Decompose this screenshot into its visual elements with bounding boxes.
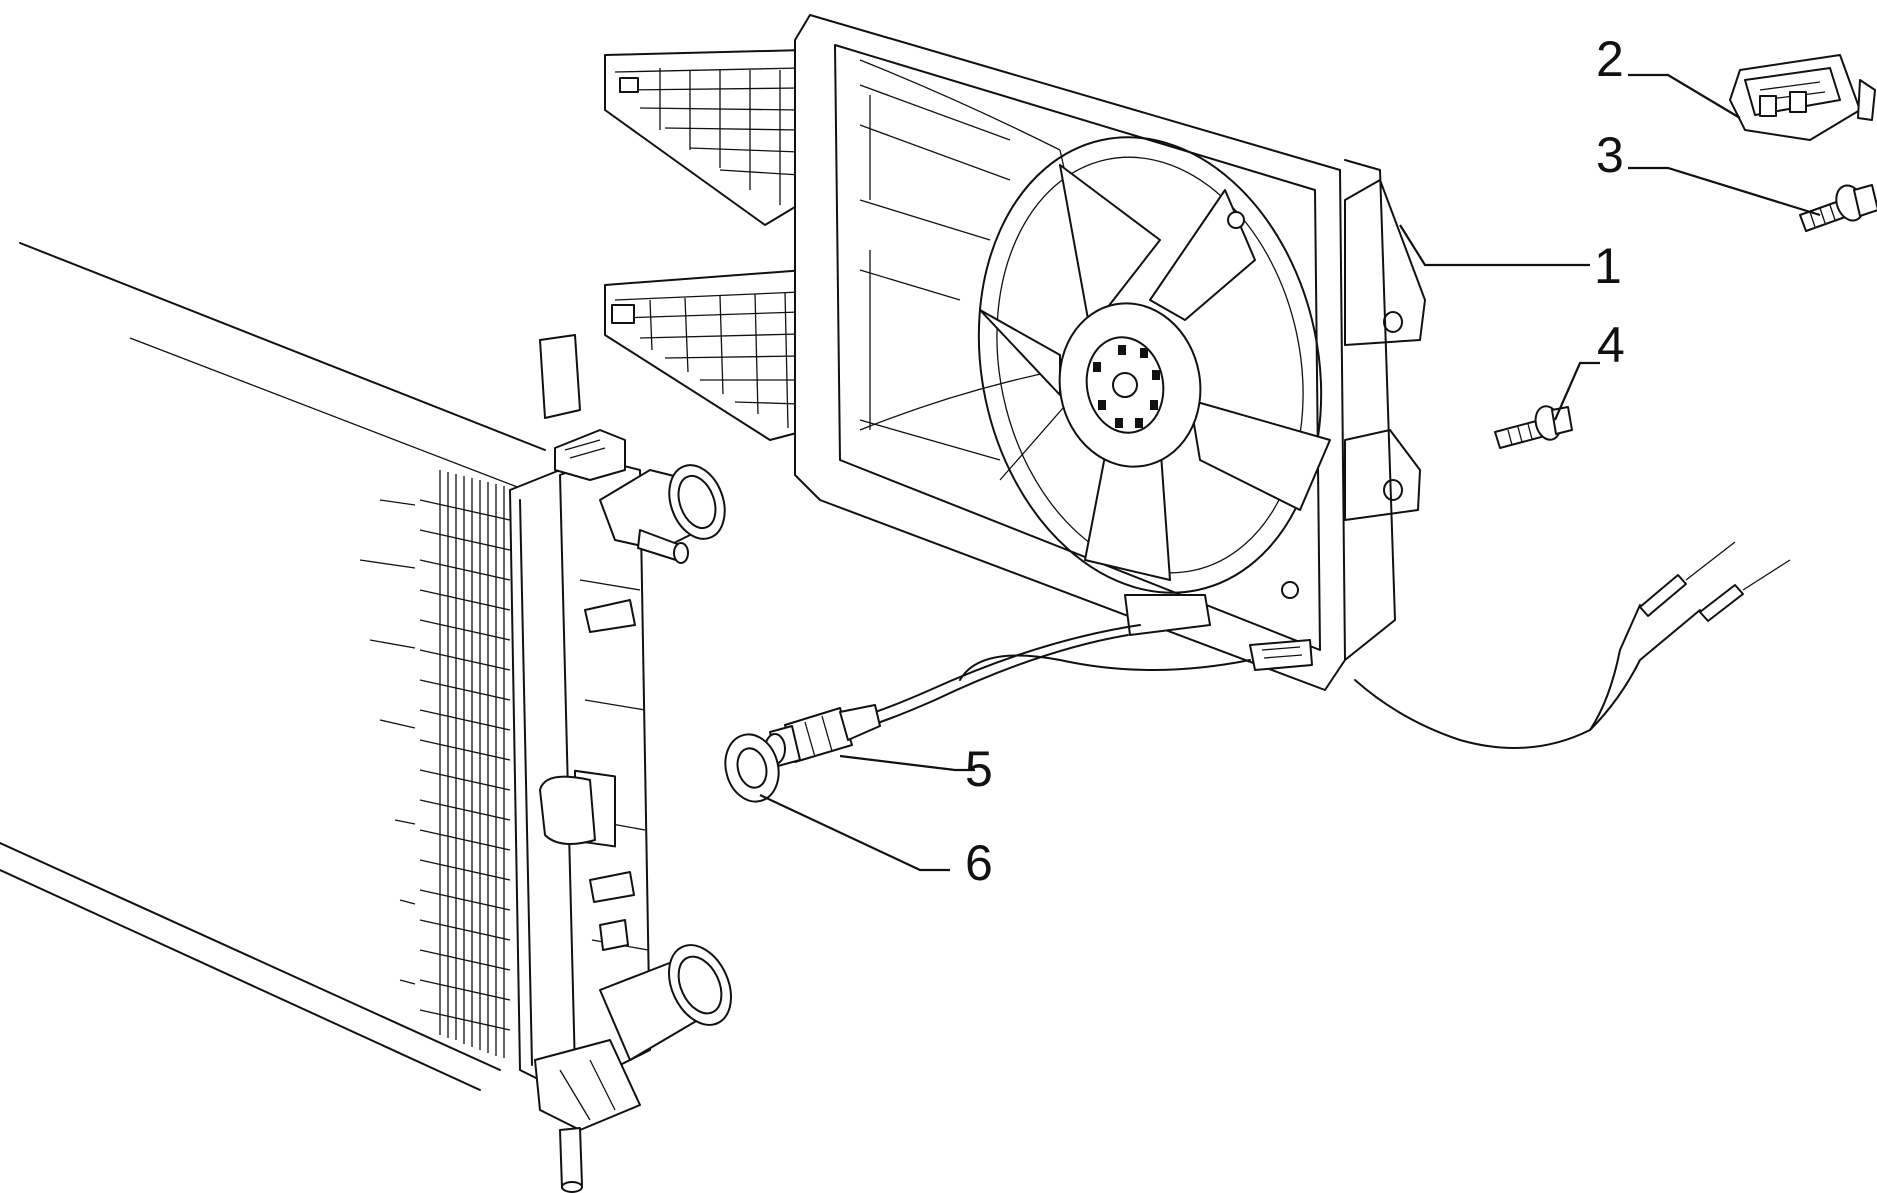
radiator	[0, 242, 732, 1193]
callout-labels: 1 2 3 4 5 6	[965, 31, 1625, 891]
radiator-core-fins	[359, 470, 511, 1058]
leader-lines	[759, 73, 1821, 872]
callout-2: 2	[1596, 31, 1624, 87]
callout-5: 5	[965, 741, 993, 797]
fan-shroud-assembly	[604, 14, 1426, 691]
leader-4	[1553, 361, 1600, 421]
leader-1	[1399, 224, 1590, 267]
leader-3	[1628, 166, 1821, 217]
resistor-connector	[1729, 54, 1876, 141]
bolt-3	[1799, 184, 1877, 232]
shroud-bracket-lower	[604, 269, 809, 441]
leader-5	[839, 754, 975, 772]
thermal-switch	[764, 704, 881, 767]
leader-2	[1628, 73, 1741, 119]
callout-1: 1	[1594, 238, 1622, 294]
callout-6: 6	[965, 835, 993, 891]
callout-3: 3	[1596, 127, 1624, 183]
bolt-4	[1494, 405, 1573, 449]
callout-4: 4	[1597, 317, 1625, 373]
sealing-washer	[724, 733, 780, 803]
shroud-bracket-upper	[604, 49, 816, 226]
leader-6	[759, 794, 950, 872]
